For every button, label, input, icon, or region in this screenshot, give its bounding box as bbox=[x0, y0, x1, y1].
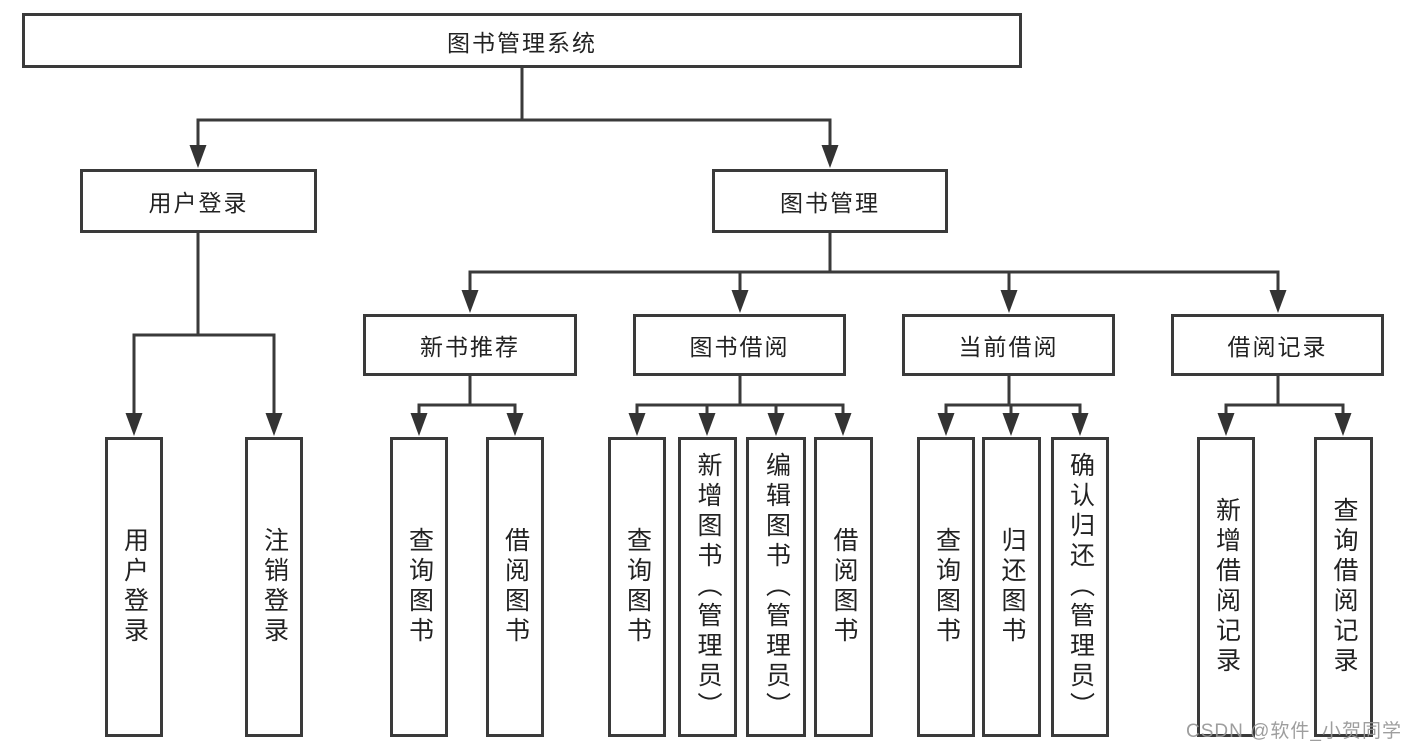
leaf-records-query-record: 查询借阅记录 bbox=[1314, 437, 1373, 737]
leaf-current-query-books: 查询图书 bbox=[917, 437, 975, 737]
leaf-logout: 注销登录 bbox=[245, 437, 303, 737]
node-current-borrow-label: 当前借阅 bbox=[958, 334, 1059, 360]
leaf-recommend-borrow-books: 借阅图书 bbox=[486, 437, 544, 737]
node-book-management-branch: 图书管理 bbox=[712, 169, 948, 233]
node-book-borrow: 图书借阅 bbox=[633, 314, 846, 376]
node-book-management-branch-label: 图书管理 bbox=[780, 190, 880, 216]
node-user-login-branch: 用户登录 bbox=[80, 169, 317, 233]
leaf-borrow-add-books-admin: 新增图书（管理员） bbox=[678, 437, 737, 737]
leaf-borrow-edit-books-admin: 编辑图书（管理员） bbox=[746, 437, 806, 737]
leaf-user-login: 用户登录 bbox=[105, 437, 163, 737]
leaf-current-confirm-return-admin: 确认归还（管理员） bbox=[1051, 437, 1109, 737]
leaf-records-add-record: 新增借阅记录 bbox=[1197, 437, 1255, 737]
node-new-book-recommend: 新书推荐 bbox=[363, 314, 577, 376]
node-book-borrow-label: 图书借阅 bbox=[689, 334, 790, 360]
node-borrow-records: 借阅记录 bbox=[1171, 314, 1384, 376]
leaf-borrow-query-books: 查询图书 bbox=[608, 437, 666, 737]
node-borrow-records-label: 借阅记录 bbox=[1227, 334, 1328, 360]
node-current-borrow: 当前借阅 bbox=[902, 314, 1115, 376]
node-root: 图书管理系统 bbox=[22, 13, 1022, 68]
leaf-recommend-query-books: 查询图书 bbox=[390, 437, 448, 737]
csdn-watermark: CSDN @软件_小贺同学 bbox=[1186, 721, 1402, 742]
arrowheads bbox=[125, 145, 1352, 436]
leaf-current-return-books: 归还图书 bbox=[982, 437, 1041, 737]
leaf-borrow-borrow-books: 借阅图书 bbox=[814, 437, 873, 737]
node-user-login-branch-label: 用户登录 bbox=[148, 190, 249, 216]
node-root-label: 图书管理系统 bbox=[447, 29, 597, 56]
node-new-book-recommend-label: 新书推荐 bbox=[420, 334, 520, 360]
